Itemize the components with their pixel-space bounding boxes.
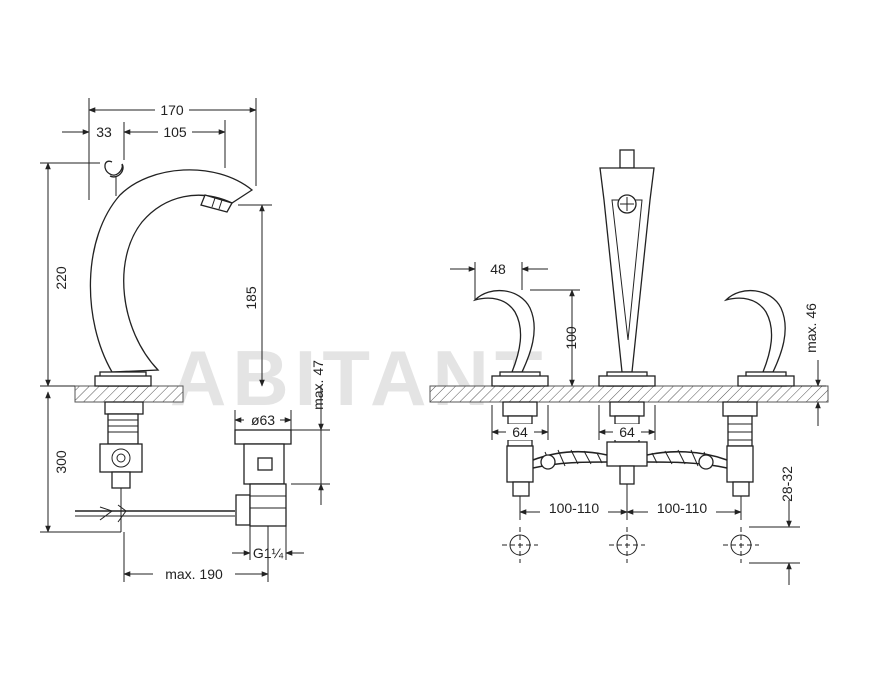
dim-220: 220 [53,266,69,290]
dim-max46: max. 46 [803,303,819,353]
valve-block [99,443,143,473]
hose-right [646,450,728,461]
dim-100-110-left: 100-110 [549,500,600,516]
dim-100: 100 [563,326,579,350]
shank-right [722,401,758,497]
hole-marker-right [723,527,759,563]
dim-max190: max. 190 [165,566,223,582]
shank [107,413,139,445]
shank-left [502,401,538,497]
drain-flange [234,429,292,445]
dim-max47: max. 47 [310,360,326,410]
hole-marker-center [609,527,645,563]
lever-knob [104,160,124,178]
handle-right [723,289,786,373]
dim-170: 170 [160,102,184,118]
dim-185: 185 [243,286,259,310]
left-view: 170 33 105 220 185 300 max. 47 [40,98,330,582]
crescent-spout [89,169,254,373]
dim-48: 48 [490,261,506,277]
dim-105: 105 [163,124,187,140]
dim-28-32: 28-32 [779,466,795,502]
drain-body [249,483,287,527]
dim-300: 300 [53,450,69,474]
dim-33: 33 [96,124,112,140]
aerator [200,194,233,213]
spout-cap [619,149,635,169]
hole-marker-left [502,527,538,563]
watermark: ABITANT [170,334,549,422]
right-view: 48 100 max. 46 64 64 100-110 100-110 [429,149,829,585]
shank-center [606,401,648,485]
dim-64-center: 64 [619,424,635,440]
dim-phi63: ø63 [251,412,275,428]
dim-100-110-right: 100-110 [657,500,708,516]
dim-64-left: 64 [512,424,528,440]
